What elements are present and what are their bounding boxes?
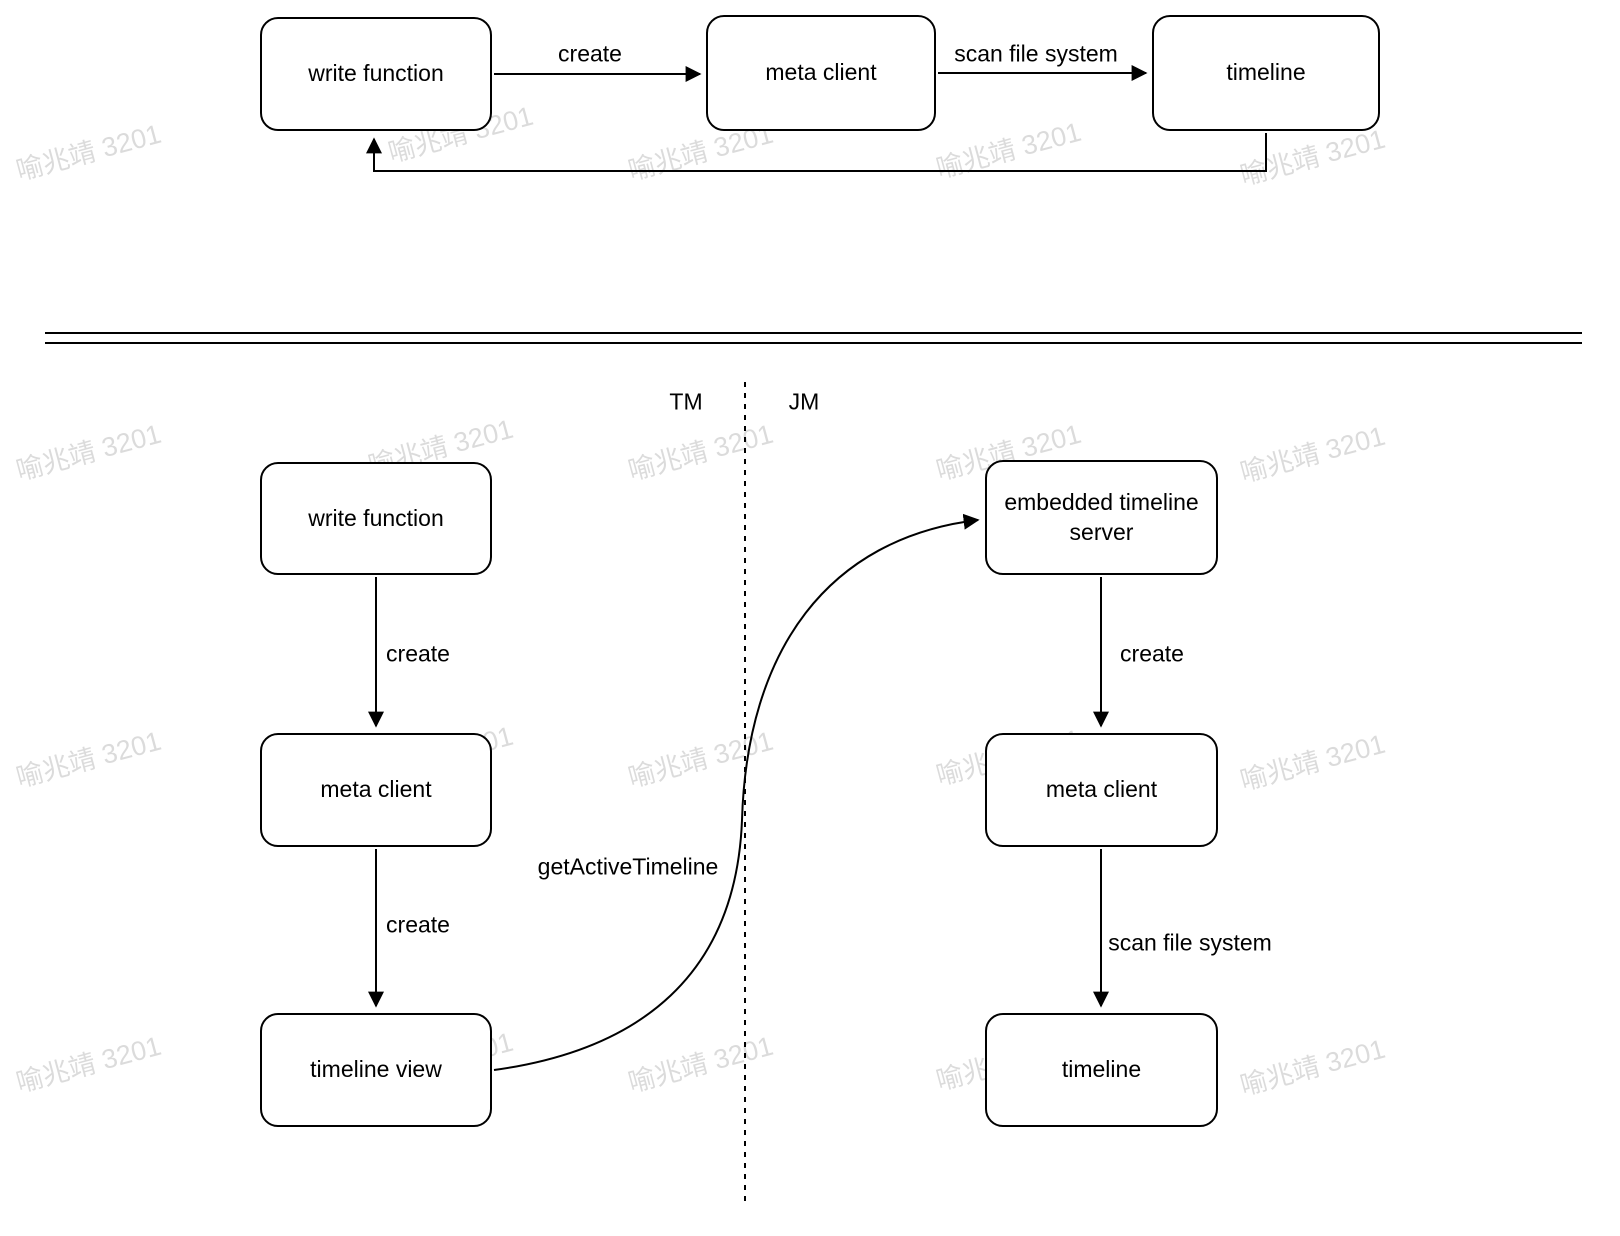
node-timeline-top: timeline xyxy=(1152,15,1380,131)
node-jm-embedded-timeline-server: embedded timeline server xyxy=(985,460,1218,575)
node-label: embedded timeline server xyxy=(1004,488,1199,545)
node-tm-write-function: write function xyxy=(260,462,492,575)
node-label: meta client xyxy=(765,59,877,86)
node-meta-client-top: meta client xyxy=(706,15,936,131)
node-label: timeline view xyxy=(310,1056,442,1083)
node-jm-meta-client: meta client xyxy=(985,733,1218,847)
node-label: write function xyxy=(308,60,444,87)
edge-label-create-top: create xyxy=(558,40,622,67)
node-tm-meta-client: meta client xyxy=(260,733,492,847)
edge-label-get-active-timeline: getActiveTimeline xyxy=(537,853,719,880)
edge-label-scan-file-system-top: scan file system xyxy=(954,40,1118,67)
node-label: timeline xyxy=(1061,1056,1142,1083)
edge-label-jm-create: create xyxy=(1120,640,1184,667)
node-label: timeline xyxy=(1226,59,1306,86)
node-label: meta client xyxy=(320,776,432,803)
lane-label-tm: TM xyxy=(669,388,703,415)
lane-label-jm: JM xyxy=(788,388,820,415)
edge-label-tm-create-1: create xyxy=(386,640,450,667)
node-jm-timeline: timeline xyxy=(985,1013,1218,1127)
node-label: write function xyxy=(308,504,444,531)
node-write-function-top: write function xyxy=(260,17,492,131)
node-tm-timeline-view: timeline view xyxy=(260,1013,492,1127)
edge-label-tm-create-2: create xyxy=(386,911,450,938)
node-label: meta client xyxy=(1045,776,1158,803)
edge-label-jm-scan-file-system: scan file system xyxy=(1108,929,1272,956)
arrow-timeline-loopback xyxy=(366,133,1267,172)
arrow-get-active-timeline xyxy=(493,513,980,1071)
